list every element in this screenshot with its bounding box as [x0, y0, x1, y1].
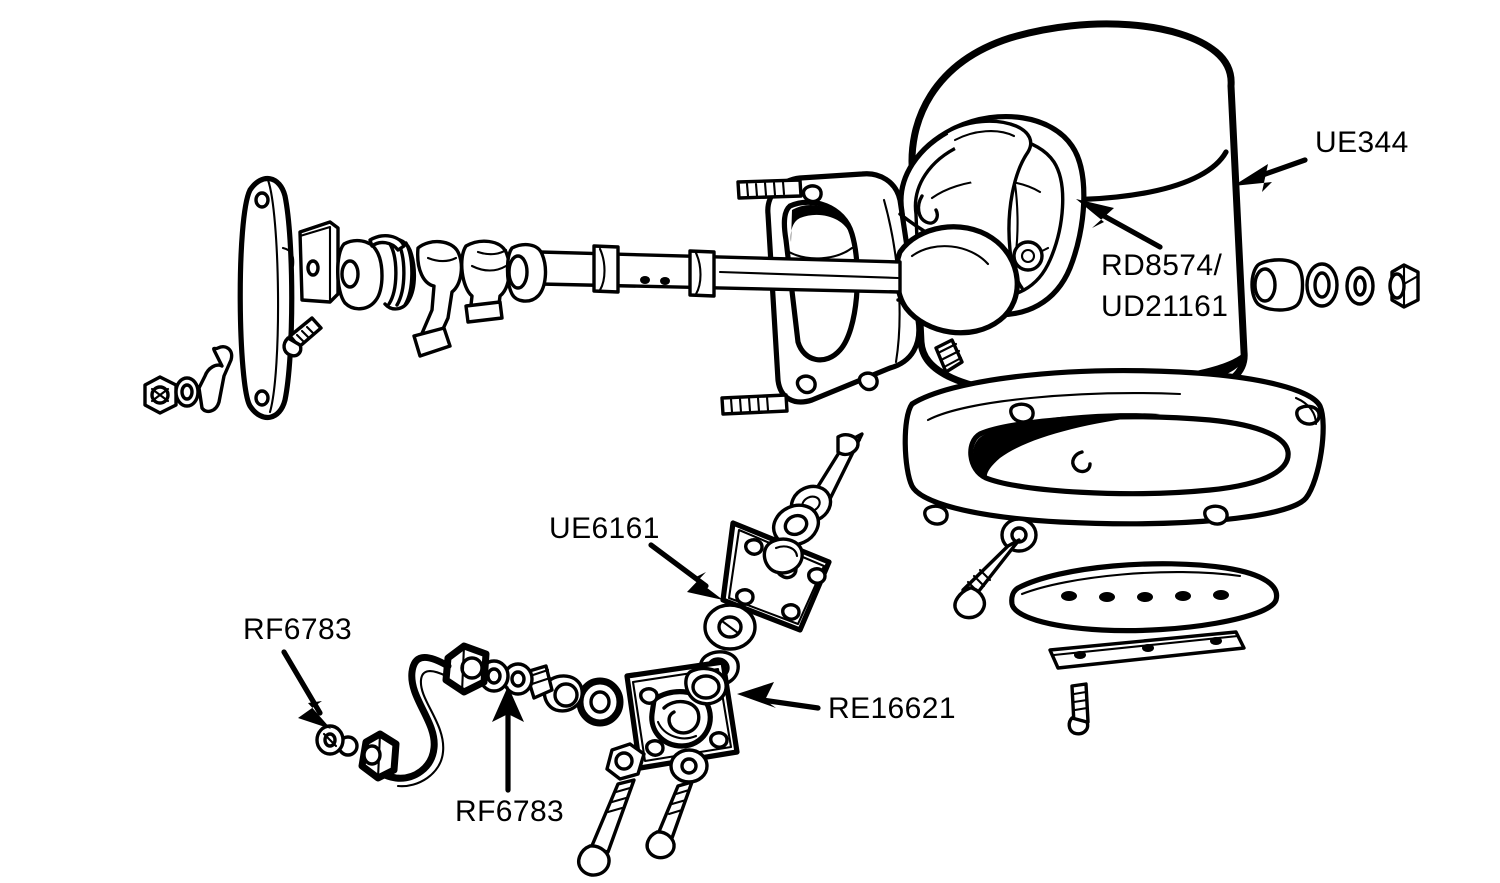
callout-ue6161: UE6161 — [549, 512, 723, 600]
callout-label-rf6783-lower: RF6783 — [455, 795, 564, 828]
bracket-plate-washer — [703, 603, 757, 651]
gasket-flange-plate — [902, 368, 1326, 527]
pulley-wheel — [336, 238, 384, 311]
callout-rf6783-upper: RF6783 — [243, 613, 352, 729]
shaft-collar — [505, 242, 548, 303]
right-fasteners — [1250, 258, 1420, 312]
callout-ue344: UE344 — [1233, 126, 1409, 192]
arrowhead-ue6161 — [687, 572, 723, 600]
bolt-valve-right — [645, 748, 709, 860]
lever-block — [298, 220, 340, 304]
union-nut-upper — [698, 432, 864, 687]
callout-label-ud21161: UD21161 — [1101, 290, 1228, 323]
callout-rf6783-lower: RF6783 — [455, 686, 564, 828]
throttle-lever-rear — [460, 239, 512, 324]
callout-re16621: RE16621 — [737, 682, 956, 725]
arrowhead-rd8574 — [1076, 199, 1114, 228]
arrowhead-rf6783-lower — [492, 686, 524, 722]
callout-label-ue6161: UE6161 — [549, 512, 660, 545]
arrowhead-ue344 — [1233, 164, 1272, 192]
coil-spring-stack — [368, 234, 417, 311]
callout-label-rf6783-upper: RF6783 — [243, 613, 352, 646]
leader-line-rd8574 — [1092, 208, 1163, 250]
oval-gauze-disc — [1009, 561, 1280, 634]
vacuum-line-assembly — [315, 432, 864, 877]
callout-label-ue344: UE344 — [1315, 126, 1409, 159]
callout-label-re16621: RE16621 — [828, 692, 956, 725]
valve-body-fitting — [684, 666, 728, 706]
spacer-bush-right — [1250, 258, 1305, 312]
olive-ferrule-left — [315, 724, 345, 756]
washer-right-inner — [1345, 266, 1375, 306]
flat-strip-plate — [1048, 630, 1246, 670]
oval-cover-plate — [237, 176, 295, 420]
plain-washer-far-left — [174, 376, 200, 408]
left-linkage — [143, 176, 548, 420]
set-screw-cover-plate — [282, 316, 323, 358]
arrowhead-rf6783-upper — [298, 701, 331, 729]
fitting-chain — [442, 642, 624, 727]
hex-nut-right — [1388, 263, 1420, 309]
callout-label-rd8574: RD8574/ — [1101, 249, 1222, 282]
flange-stud-upper — [736, 178, 803, 200]
callout-rd8574-ud21161: RD8574/ UD21161 — [1076, 199, 1228, 323]
arrowhead-re16621 — [737, 682, 776, 708]
bolt-valve-left — [577, 742, 646, 877]
return-spring-bracket — [197, 345, 234, 414]
hex-nut-far-left — [143, 375, 178, 415]
small-screw — [1067, 682, 1090, 736]
throttle-lever-front — [412, 240, 464, 358]
valve-body-square — [624, 659, 740, 771]
washer-right-outer — [1305, 262, 1339, 308]
bolt-with-washer — [953, 517, 1038, 620]
leader-line-re16621 — [759, 697, 821, 711]
pipe-end-left — [315, 724, 400, 782]
flange-stud-lower — [720, 393, 789, 416]
